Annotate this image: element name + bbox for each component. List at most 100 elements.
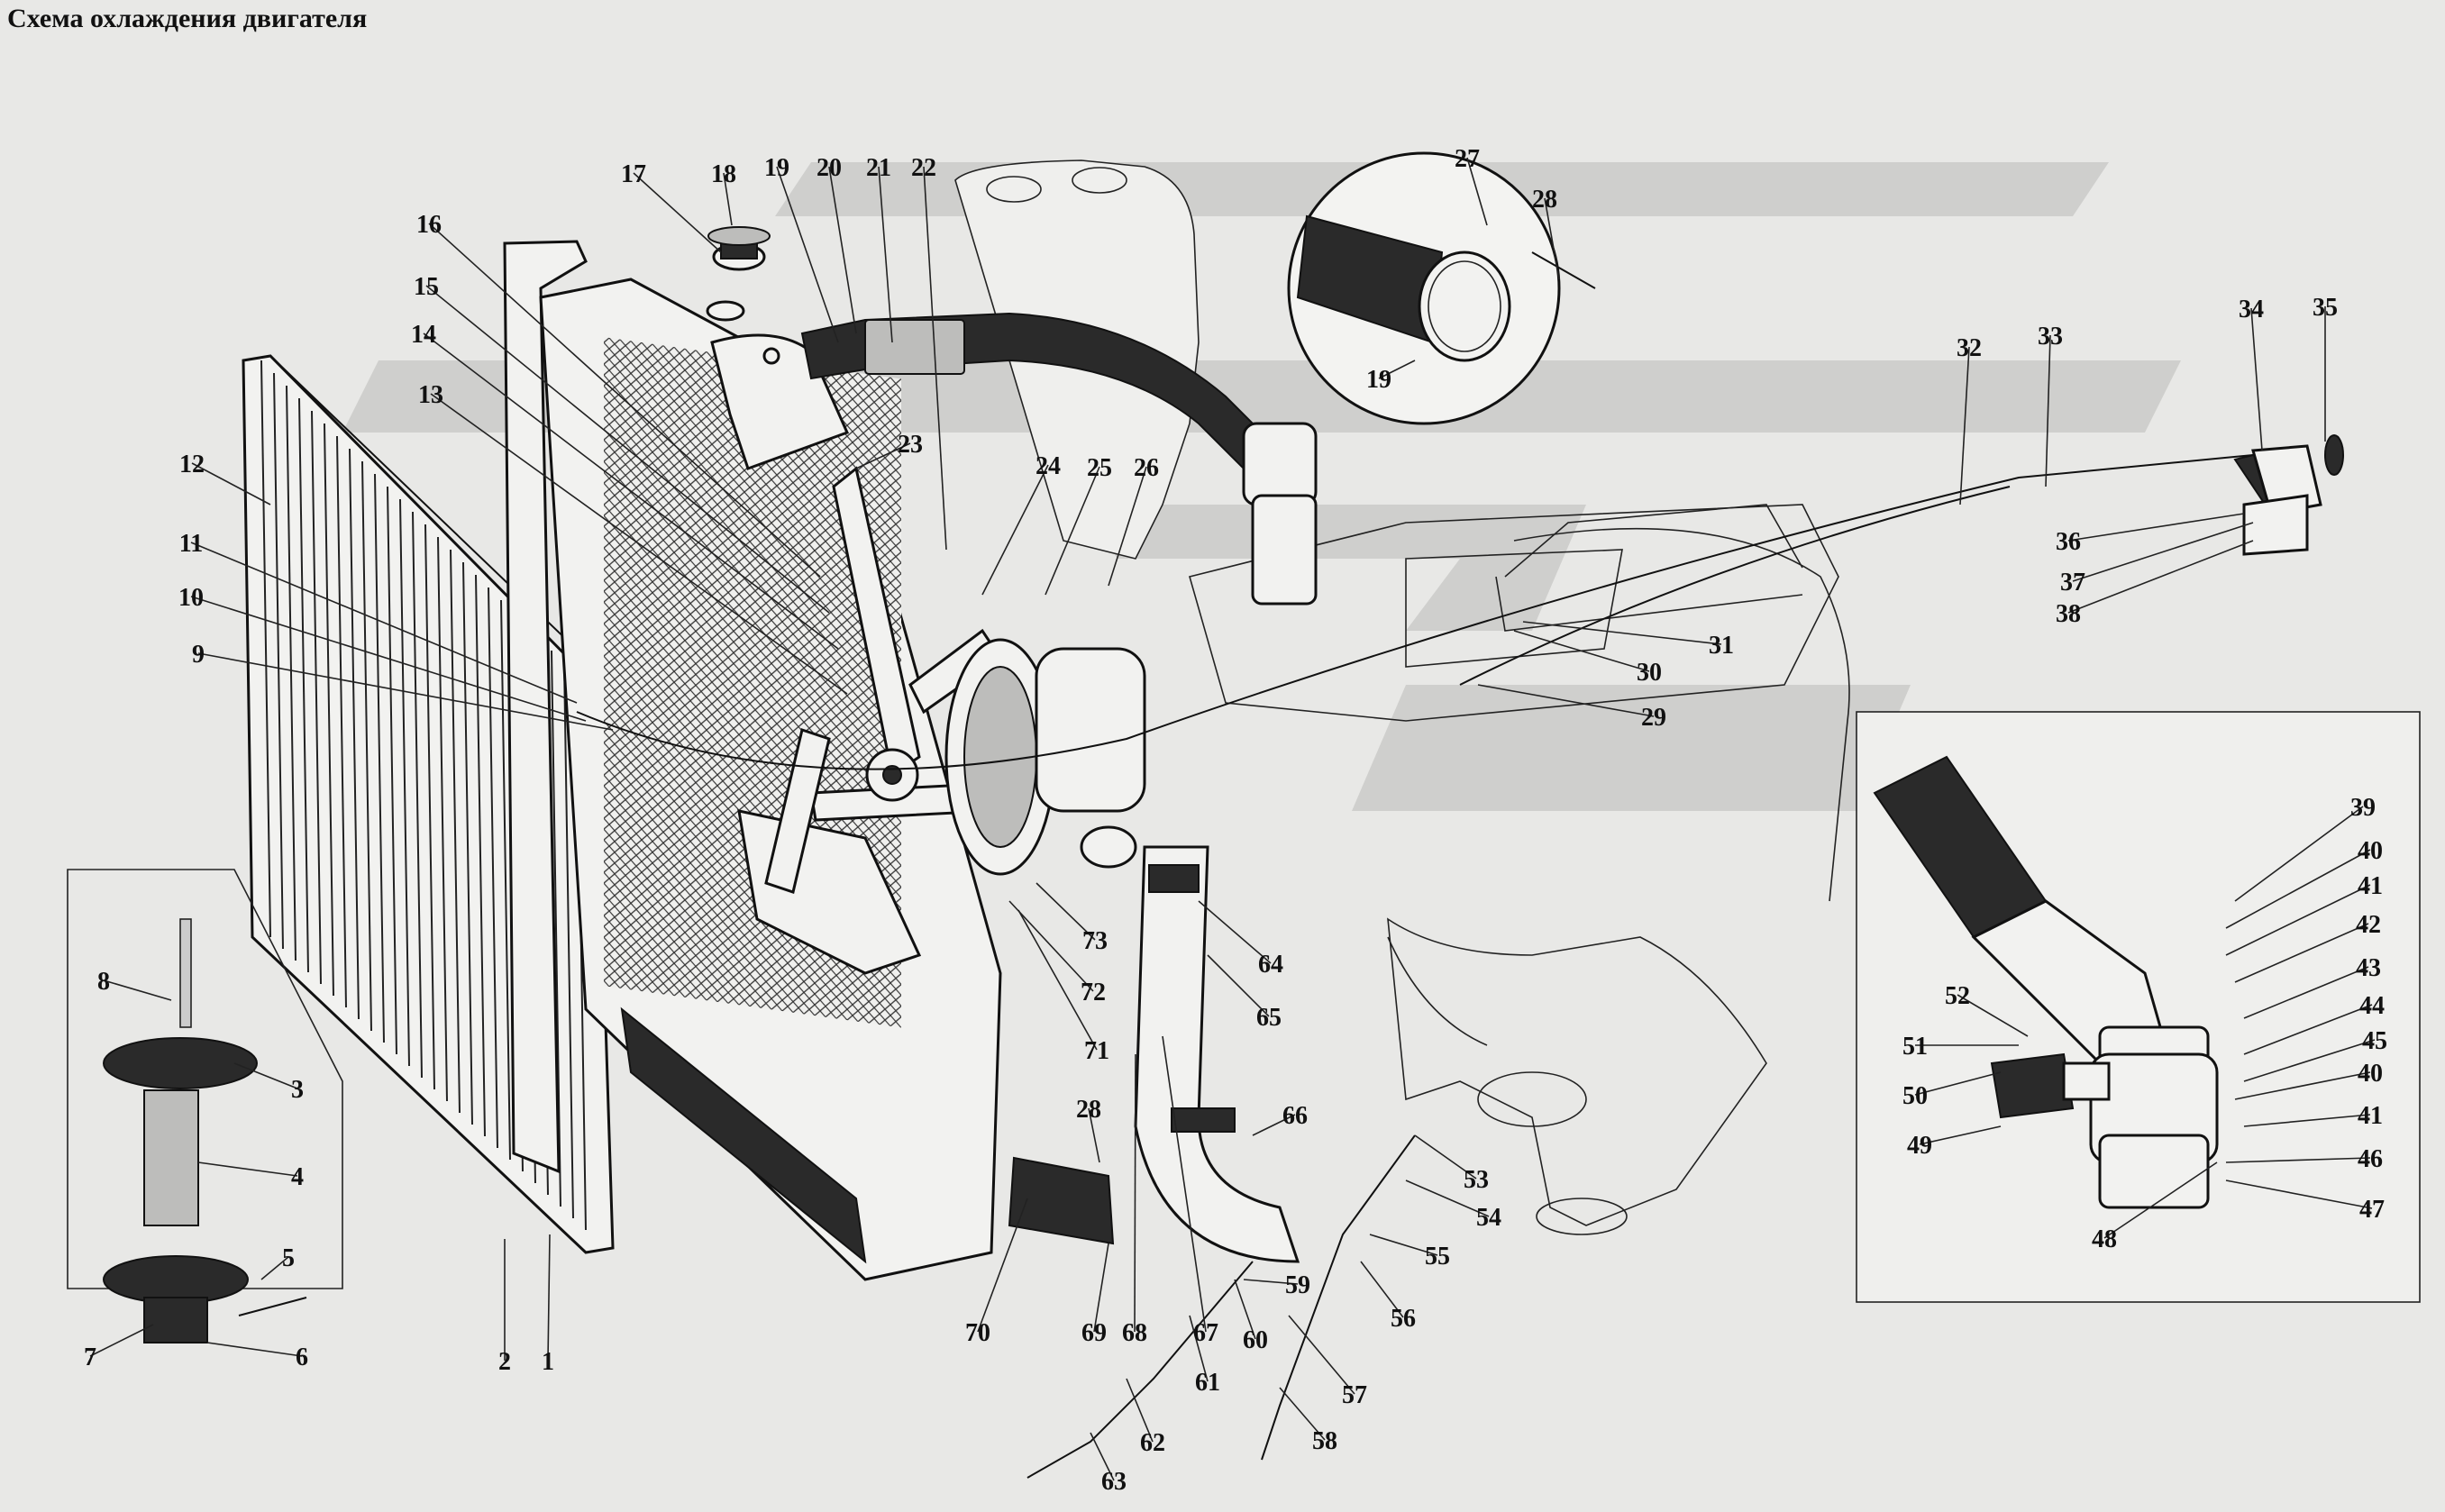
leader-line — [1405, 1180, 1490, 1217]
radiator-icon — [503, 240, 1002, 1281]
leader-line — [1093, 1243, 1109, 1333]
callout-label: 7 — [84, 1343, 96, 1371]
callout-label: 46 — [2358, 1145, 2383, 1173]
callout-label: 45 — [2362, 1027, 2387, 1055]
callout-label: 21 — [866, 154, 891, 182]
upper-hose — [800, 312, 1318, 606]
leader-line — [1088, 1107, 1100, 1163]
callout-label: 9 — [192, 641, 205, 669]
callout-label: 68 — [1122, 1319, 1147, 1347]
leader-line — [2103, 1161, 2218, 1239]
callout-label: 2 — [498, 1348, 511, 1376]
callout-label: 65 — [1256, 1004, 1282, 1032]
callout-label: 27 — [1455, 145, 1480, 173]
callout-label: 51 — [1902, 1033, 1928, 1061]
leader-line — [197, 1161, 298, 1177]
leader-line — [2250, 307, 2263, 451]
callout-label: 31 — [1709, 632, 1734, 660]
leader-line — [1008, 900, 1094, 992]
callout-label: 72 — [1081, 979, 1106, 1006]
callout-label: 33 — [2038, 323, 2063, 351]
water-pump-icon — [944, 638, 1146, 876]
callout-label: 39 — [2350, 794, 2376, 822]
leader-line — [1126, 1378, 1154, 1443]
leader-line — [428, 223, 821, 578]
callout-label: 67 — [1193, 1319, 1218, 1347]
leader-line — [1045, 466, 1100, 596]
callout-label: 30 — [1637, 659, 1662, 687]
callout-label: 63 — [1101, 1468, 1127, 1496]
leader-line — [103, 979, 172, 1001]
callout-label: 38 — [2056, 600, 2081, 628]
leader-line — [2234, 806, 2364, 902]
callout-label: 59 — [1285, 1271, 1310, 1299]
callout-label: 13 — [418, 381, 443, 409]
callout-label: 57 — [1342, 1381, 1367, 1409]
callout-label: 23 — [898, 431, 923, 459]
callout-label: 64 — [1258, 951, 1283, 979]
callout-label: 61 — [1195, 1369, 1220, 1397]
leader-line — [2243, 1039, 2376, 1082]
leader-line — [1919, 1125, 2002, 1145]
callout-label: 26 — [1134, 454, 1159, 482]
callout-label: 35 — [2313, 294, 2338, 322]
callout-label: 55 — [1425, 1243, 1450, 1271]
leader-line — [2225, 849, 2371, 929]
callout-label: 70 — [965, 1319, 990, 1347]
callout-label: 43 — [2356, 954, 2381, 982]
leader-line — [1134, 1053, 1136, 1333]
callout-label: 48 — [2092, 1225, 2117, 1253]
leader-line — [1957, 994, 2029, 1037]
callout-label: 29 — [1641, 704, 1666, 732]
leader-line — [1378, 360, 1416, 379]
leader-line — [1035, 882, 1096, 941]
callout-label: 16 — [416, 211, 442, 239]
leader-line — [2243, 1114, 2371, 1127]
leader-line — [878, 166, 893, 343]
control-cable-icon — [576, 434, 2344, 770]
leader-line — [430, 393, 848, 695]
leader-line — [776, 166, 839, 343]
leader-line — [1369, 1234, 1438, 1256]
callout-label: 50 — [1902, 1082, 1928, 1110]
callout-label: 3 — [291, 1076, 304, 1104]
leader-line — [1279, 1387, 1326, 1441]
callout-label: 66 — [1282, 1102, 1308, 1130]
callout-label: 53 — [1464, 1166, 1489, 1194]
leader-line — [260, 1256, 289, 1280]
callout-label: 40 — [2358, 1060, 2383, 1088]
callout-label: 42 — [2356, 911, 2381, 939]
callout-label: 8 — [97, 968, 110, 996]
callout-label: 17 — [621, 160, 646, 188]
leader-line — [423, 332, 839, 650]
leader-line — [2234, 923, 2369, 983]
callout-label: 15 — [414, 273, 439, 301]
leader-line — [1198, 900, 1272, 964]
callout-label: 24 — [1035, 452, 1061, 480]
leader-line — [191, 462, 271, 506]
callout-label: 44 — [2359, 992, 2385, 1020]
leader-line — [1162, 1035, 1207, 1333]
callout-label: 12 — [179, 451, 205, 478]
leader-line — [1108, 466, 1147, 587]
callout-label: 40 — [2358, 837, 2383, 865]
callout-label: 69 — [1081, 1319, 1107, 1347]
callout-label: 11 — [179, 530, 203, 558]
inset-hose-clamp — [1287, 151, 1596, 425]
leader-line — [855, 442, 911, 469]
leader-line — [1017, 909, 1098, 1051]
inset-drain-cock — [67, 869, 343, 1343]
callout-label: 19 — [1366, 366, 1391, 394]
leader-line — [425, 285, 830, 614]
inset-heater-valve — [1856, 711, 2421, 1303]
callout-label: 4 — [291, 1163, 304, 1191]
leader-line — [2225, 1180, 2373, 1209]
callout-label: 32 — [1957, 334, 1982, 362]
leader-line — [2243, 966, 2369, 1019]
leader-line — [190, 596, 587, 722]
callout-label: 60 — [1243, 1326, 1268, 1354]
filler-cap-icon — [706, 226, 780, 365]
leader-line — [1360, 1261, 1404, 1318]
leader-line — [1959, 346, 1970, 506]
